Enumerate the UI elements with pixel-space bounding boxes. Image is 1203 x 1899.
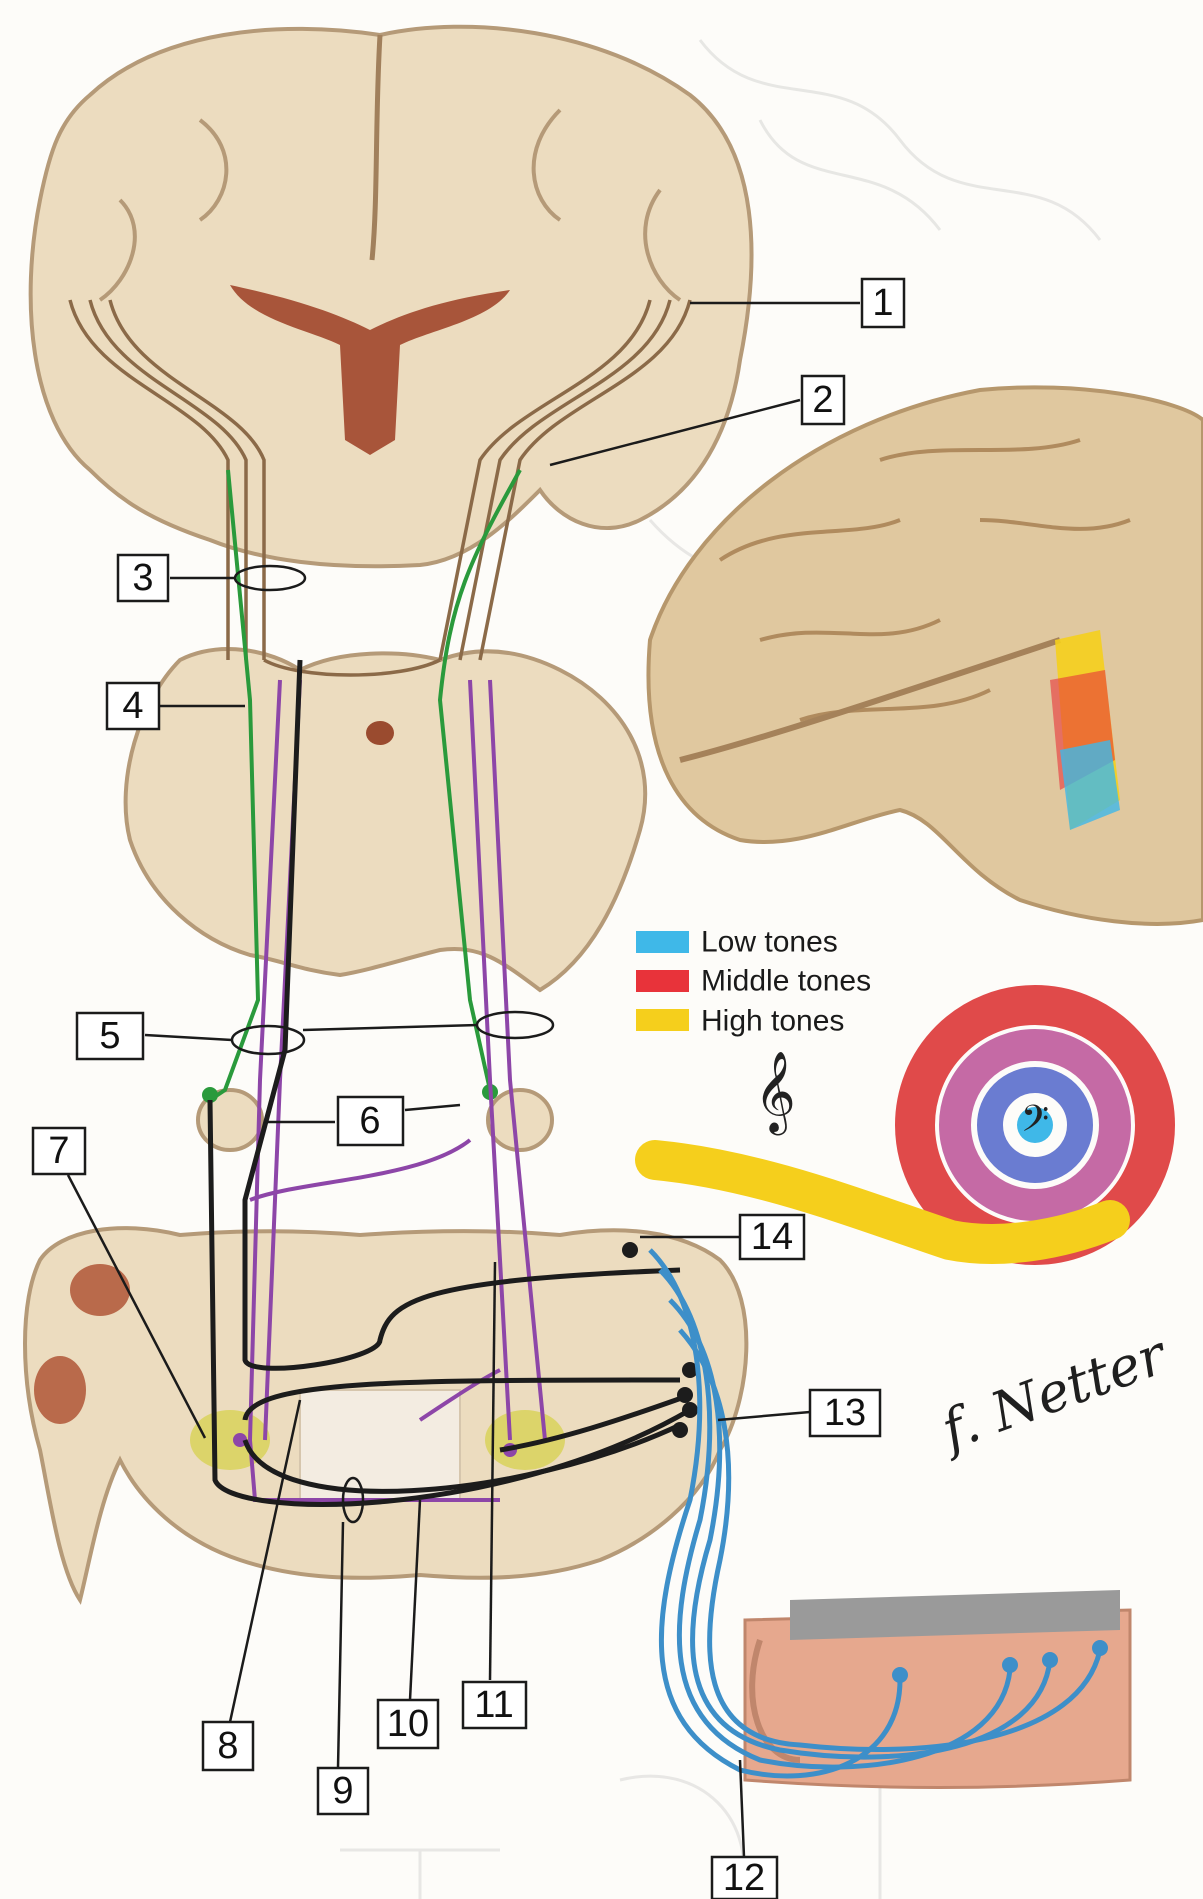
label-6-text: 6	[359, 1100, 380, 1142]
legend-swatch-low	[636, 931, 689, 953]
label-7-text: 7	[48, 1130, 69, 1172]
signature-icon: f. Netter	[930, 1322, 1177, 1463]
treble-clef-icon: 𝄞	[754, 1050, 795, 1135]
label-2-text: 2	[812, 379, 833, 421]
label-8: 8	[203, 1722, 253, 1770]
label-12: 12	[712, 1857, 777, 1899]
label-13: 13	[810, 1390, 880, 1436]
cochlea-spiral	[655, 1005, 1155, 1245]
label-6: 6	[338, 1097, 403, 1145]
label-12-text: 12	[723, 1857, 765, 1899]
label-1-text: 1	[872, 282, 893, 324]
label-11-text: 11	[474, 1684, 513, 1726]
label-4: 4	[107, 683, 159, 729]
legend-label-high: High tones	[701, 1005, 844, 1038]
organ-of-corti	[745, 1590, 1130, 1788]
legend-label-low: Low tones	[701, 926, 838, 959]
label-7: 7	[33, 1128, 85, 1174]
lateral-brain	[648, 387, 1203, 924]
label-10-text: 10	[387, 1703, 429, 1745]
label-3: 3	[118, 555, 168, 601]
label-1: 1	[862, 279, 904, 327]
label-14: 14	[740, 1215, 804, 1259]
label-9: 9	[318, 1768, 368, 1814]
legend-swatch-high	[636, 1009, 689, 1031]
legend-swatch-middle	[636, 970, 689, 992]
label-5-text: 5	[99, 1015, 120, 1057]
label-10: 10	[378, 1700, 438, 1748]
label-14-text: 14	[751, 1216, 793, 1258]
label-13-text: 13	[824, 1392, 866, 1434]
label-8-text: 8	[217, 1725, 238, 1767]
midbrain-section	[126, 649, 646, 990]
tone-legend: Low tones Middle tones High tones	[636, 926, 871, 1038]
label-2: 2	[802, 376, 844, 424]
coronal-brain-section	[31, 27, 752, 567]
legend-label-middle: Middle tones	[701, 965, 871, 998]
label-9-text: 9	[332, 1770, 353, 1812]
label-3-text: 3	[132, 557, 153, 599]
label-11: 11	[463, 1682, 526, 1728]
label-5: 5	[77, 1013, 143, 1059]
bass-clef-icon: 𝄢	[1021, 1098, 1049, 1149]
label-4-text: 4	[122, 685, 143, 727]
